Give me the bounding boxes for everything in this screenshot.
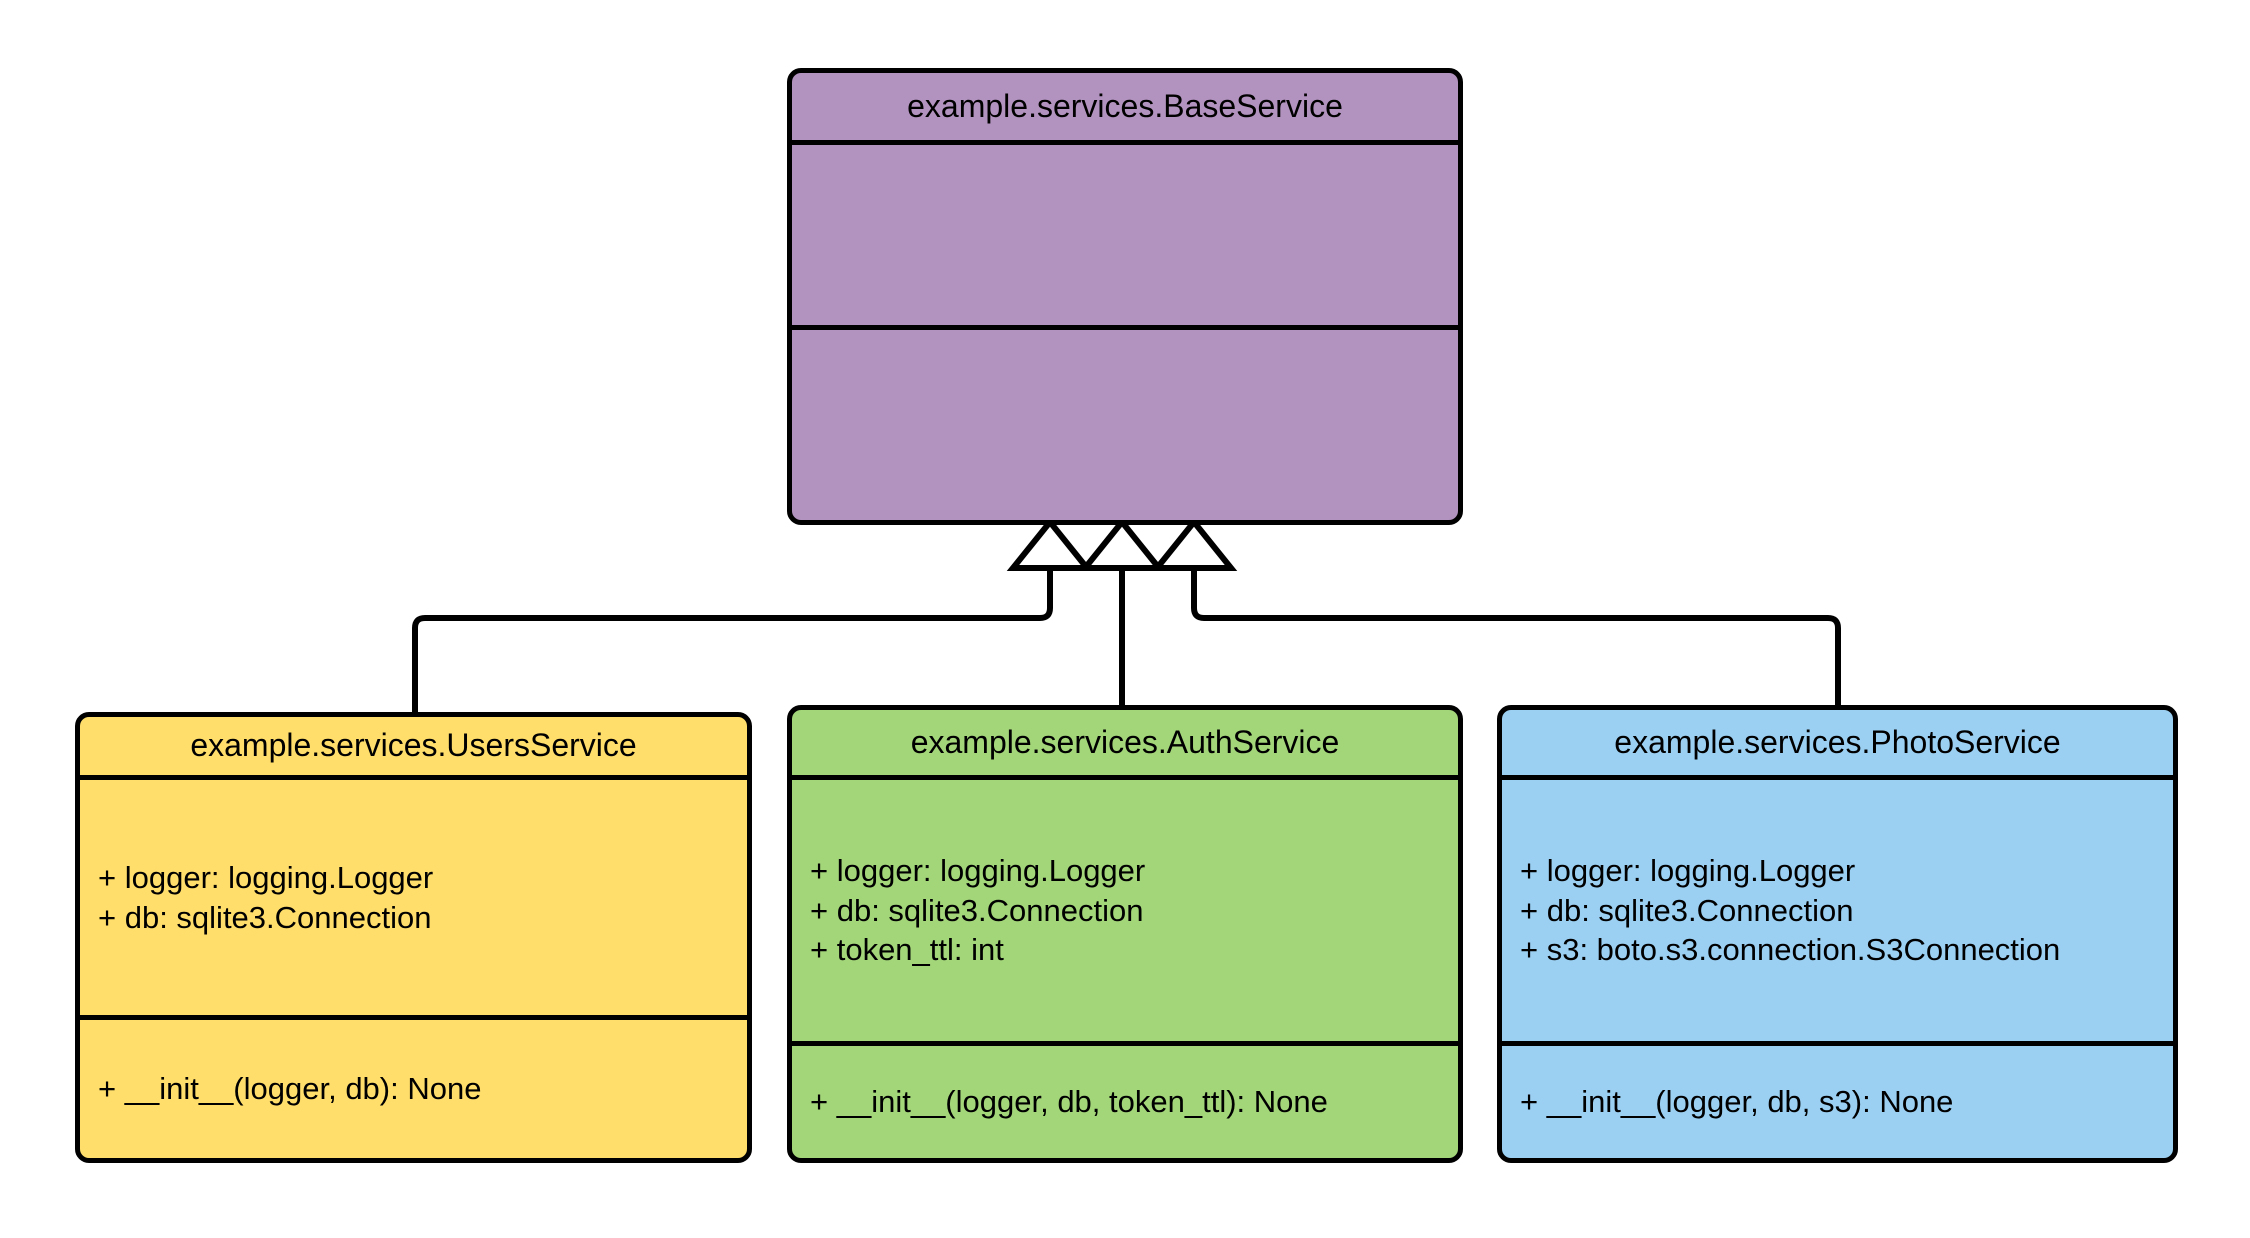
attribute-row: + db: sqlite3.Connection: [810, 892, 1144, 928]
attribute-row: + logger: logging.Logger: [98, 859, 434, 895]
class-methods-base-service: [792, 330, 1458, 520]
method-row: + __init__(logger, db, token_ttl): None: [810, 1084, 1328, 1120]
generalization-arrowhead-users: [1006, 517, 1094, 571]
class-methods-auth-service: + __init__(logger, db, token_ttl): None: [792, 1046, 1458, 1158]
edge-users-to-base: [412, 568, 1053, 712]
class-methods-users-service: + __init__(logger, db): None: [80, 1020, 747, 1158]
method-row: + __init__(logger, db, s3): None: [1520, 1084, 1954, 1120]
uml-class-auth-service[interactable]: example.services.AuthService + logger: l…: [787, 705, 1463, 1163]
attribute-row: + logger: logging.Logger: [1520, 852, 1856, 888]
uml-class-base-service[interactable]: example.services.BaseService: [787, 68, 1463, 525]
class-attributes-photo-service: + logger: logging.Logger + db: sqlite3.C…: [1502, 780, 2173, 1046]
uml-class-users-service[interactable]: example.services.UsersService + logger: …: [75, 712, 752, 1163]
edge-photo-to-base: [1191, 568, 1841, 705]
generalization-arrowhead-photo: [1150, 517, 1238, 571]
attribute-row: + db: sqlite3.Connection: [1520, 892, 1854, 928]
class-attributes-users-service: + logger: logging.Logger + db: sqlite3.C…: [80, 780, 747, 1020]
class-methods-photo-service: + __init__(logger, db, s3): None: [1502, 1046, 2173, 1158]
attribute-row: + logger: logging.Logger: [810, 852, 1146, 888]
attribute-row: + db: sqlite3.Connection: [98, 899, 432, 935]
generalization-arrowhead-auth: [1078, 517, 1166, 571]
class-name-users-service: example.services.UsersService: [80, 717, 747, 780]
uml-class-photo-service[interactable]: example.services.PhotoService + logger: …: [1497, 705, 2178, 1163]
attribute-row: + s3: boto.s3.connection.S3Connection: [1520, 932, 2061, 968]
attribute-row: + token_ttl: int: [810, 932, 1004, 968]
class-name-auth-service: example.services.AuthService: [792, 710, 1458, 780]
method-row: + __init__(logger, db): None: [98, 1071, 482, 1107]
class-name-base-service: example.services.BaseService: [792, 73, 1458, 145]
class-name-photo-service: example.services.PhotoService: [1502, 710, 2173, 780]
class-attributes-base-service: [792, 145, 1458, 330]
class-attributes-auth-service: + logger: logging.Logger + db: sqlite3.C…: [792, 780, 1458, 1046]
